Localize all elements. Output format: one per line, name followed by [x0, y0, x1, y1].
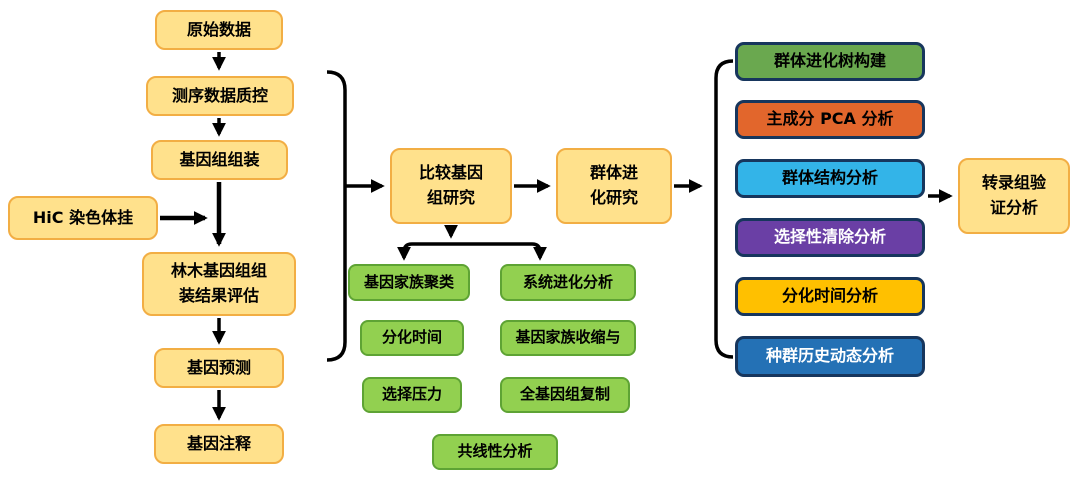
analysis-selective-sweep: 选择性清除分析: [735, 218, 925, 257]
topic-selection-pressure: 选择压力: [362, 377, 462, 413]
left-collect-bracket: [326, 70, 347, 362]
topic-gene-family-contraction: 基因家族收缩与: [500, 320, 636, 356]
topic-phylogenetic-analysis: 系统进化分析: [500, 264, 636, 301]
analysis-phylogenetic-tree: 群体进化树构建: [735, 42, 925, 81]
step-gene-prediction: 基因预测: [154, 348, 284, 388]
step-sequencing-qc: 测序数据质控: [146, 76, 294, 116]
topic-whole-genome-duplication: 全基因组复制: [500, 377, 630, 413]
step-gene-annotation: 基因注释: [154, 424, 284, 464]
step-assembly-evaluation: 林木基因组组 装结果评估: [142, 252, 296, 316]
topic-divergence-time: 分化时间: [360, 320, 464, 356]
step-genome-assembly: 基因组组装: [151, 140, 288, 180]
analysis-divergence-time: 分化时间分析: [735, 277, 925, 316]
hub-comparative-genomics: 比较基因 组研究: [390, 148, 512, 224]
analysis-population-structure: 群体结构分析: [735, 159, 925, 198]
right-fanout-bracket: [714, 59, 734, 359]
topics-fanout-bracket: [402, 242, 542, 253]
topic-gene-family-clustering: 基因家族聚类: [348, 264, 470, 301]
analysis-pca: 主成分 PCA 分析: [735, 100, 925, 139]
step-transcriptome-validation: 转录组验 证分析: [958, 158, 1070, 234]
analysis-demographic-history: 种群历史动态分析: [735, 336, 925, 377]
topic-collinearity-analysis: 共线性分析: [432, 434, 558, 470]
hub-population-evolution: 群体进 化研究: [556, 148, 672, 224]
step-raw-data: 原始数据: [155, 10, 283, 50]
step-hic-scaffolding: HiC 染色体挂: [8, 196, 158, 240]
